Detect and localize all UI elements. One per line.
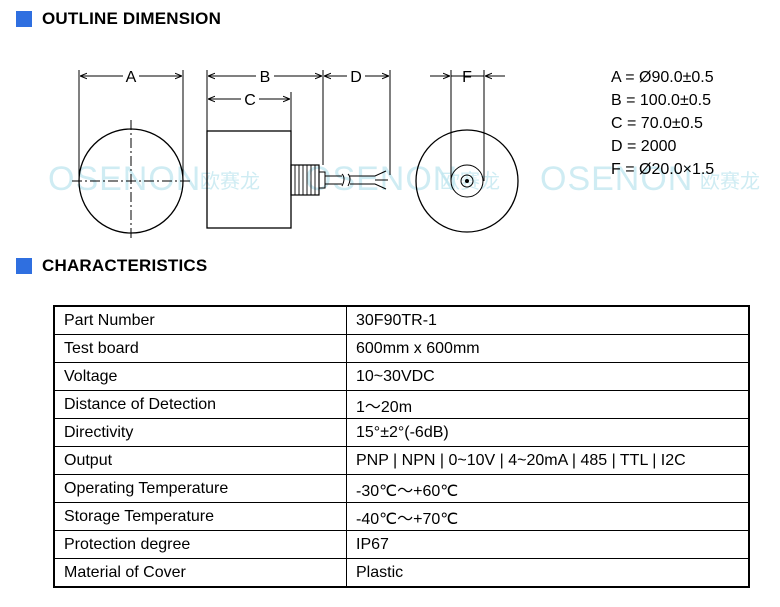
spec-c: C = 70.0±0.5	[611, 115, 703, 132]
dimension-spec-list: A = Ø90.0±0.5 B = 100.0±0.5 C = 70.0±0.5…	[611, 69, 714, 178]
dim-f-label: F	[462, 69, 472, 86]
row-label: Storage Temperature	[53, 502, 347, 531]
row-label: Test board	[53, 334, 347, 363]
spec-f: F = Ø20.0×1.5	[611, 161, 714, 178]
row-value: 15°±2°(-6dB)	[346, 418, 750, 447]
row-value: -30℃～+60℃	[346, 474, 750, 503]
row-label: Output	[53, 446, 347, 475]
row-label: Voltage	[53, 362, 347, 391]
row-label: Part Number	[53, 305, 347, 335]
row-label: Operating Temperature	[53, 474, 347, 503]
side-view: B C D	[206, 69, 391, 229]
row-value: 10~30VDC	[346, 362, 750, 391]
table-row: Operating Temperature-30℃～+60℃	[53, 474, 750, 503]
row-label: Distance of Detection	[53, 390, 347, 419]
watermark-text-2: OSENON	[305, 160, 458, 198]
row-label: Protection degree	[53, 530, 347, 559]
watermark-cn-3: 欧赛龙	[700, 169, 760, 193]
watermark-text-3: OSENON	[540, 160, 693, 198]
watermark-text-1: OSENON	[48, 160, 201, 198]
row-label: Directivity	[53, 418, 347, 447]
row-value: 30F90TR-1	[346, 305, 750, 335]
row-value: -40℃～+70℃	[346, 502, 750, 531]
outline-dimension-heading: OUTLINE DIMENSION	[16, 9, 221, 29]
dim-c-label: C	[244, 92, 256, 109]
watermark-cn-1: 欧赛龙	[200, 169, 260, 193]
rear-view: F	[415, 69, 519, 233]
section-marker-icon	[16, 11, 32, 27]
watermark-cn-2: 欧赛龙	[440, 169, 500, 193]
dim-d-label: D	[350, 69, 362, 86]
row-value: 1～20m	[346, 390, 750, 419]
spec-d: D = 2000	[611, 138, 676, 155]
spec-b: B = 100.0±0.5	[611, 92, 711, 109]
row-value: PNP | NPN | 0~10V | 4~20mA | 485 | TTL |…	[346, 446, 750, 475]
row-label: Material of Cover	[53, 558, 347, 588]
row-value: 600mm x 600mm	[346, 334, 750, 363]
section-marker-icon	[16, 258, 32, 274]
characteristics-title: CHARACTERISTICS	[42, 256, 208, 275]
watermark: OSENON 欧赛龙 OSENON 欧赛龙 OSENON 欧赛龙	[48, 160, 760, 198]
front-view: A	[72, 69, 190, 240]
row-value: Plastic	[346, 558, 750, 588]
row-value: IP67	[346, 530, 750, 559]
spec-a: A = Ø90.0±0.5	[611, 69, 714, 86]
characteristics-heading: CHARACTERISTICS	[16, 256, 207, 276]
outline-dimension-title: OUTLINE DIMENSION	[42, 9, 222, 28]
dim-a-label: A	[126, 69, 137, 86]
table-row: Storage Temperature-40℃～+70℃	[53, 502, 750, 531]
dim-b-label: B	[260, 69, 271, 86]
outline-drawing: OSENON 欧赛龙 OSENON 欧赛龙 OSENON 欧赛龙 A	[48, 69, 760, 240]
